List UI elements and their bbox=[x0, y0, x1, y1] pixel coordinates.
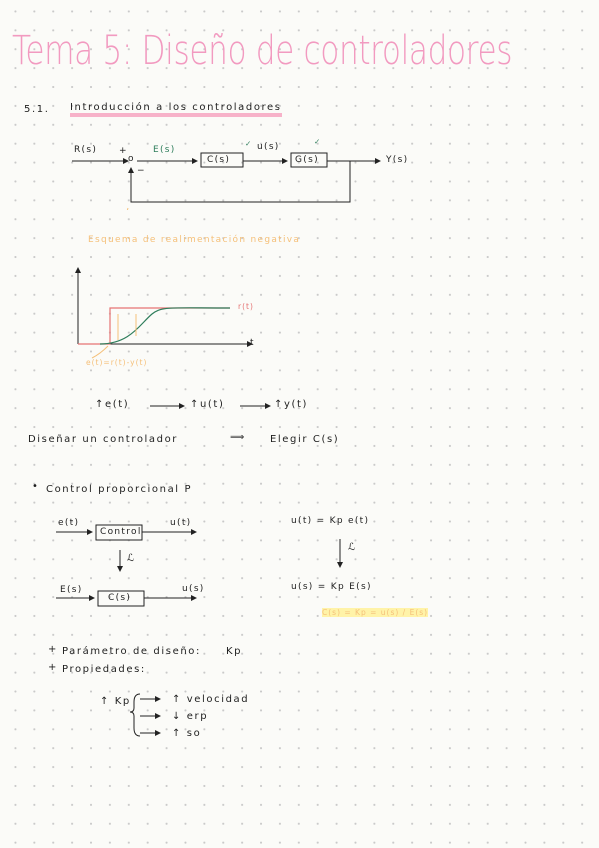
diagram-caption: Esquema de realimentación negativa bbox=[88, 235, 301, 245]
feedback-block-diagram bbox=[72, 152, 381, 210]
plant-block bbox=[290, 152, 328, 168]
output-label: Y(s) bbox=[386, 155, 409, 165]
design-parameter-label: Parámetro de diseño: bbox=[62, 646, 201, 657]
feedback-path bbox=[128, 161, 351, 203]
input-label: R(s) bbox=[74, 145, 98, 155]
error-label: E(s) bbox=[153, 145, 176, 155]
design-text: Diseñar un controlador bbox=[28, 434, 179, 445]
plus-sign: + bbox=[119, 146, 128, 156]
s-input-label: E(s) bbox=[60, 585, 83, 595]
output-response bbox=[99, 307, 231, 345]
chain-arrows bbox=[150, 403, 271, 409]
chain-control: ↑u(t) bbox=[190, 399, 225, 410]
section-number: 5.1. bbox=[24, 104, 50, 115]
time-block-label: Control bbox=[100, 527, 142, 537]
laplace-equation: u(s) = Kp E(s) bbox=[291, 582, 372, 592]
proportional-heading: Control proporcional P bbox=[46, 484, 193, 495]
bullet: • bbox=[32, 481, 40, 492]
controller-block bbox=[200, 152, 244, 168]
transfer-function-note: C(s) = Kp = u(s) / E(s) bbox=[322, 608, 429, 617]
time-output-label: u(t) bbox=[170, 518, 192, 528]
effect-item: ↓ erp bbox=[172, 711, 209, 722]
chain-output: ↑y(t) bbox=[274, 399, 309, 410]
laplace-symbol: ℒ bbox=[127, 553, 136, 564]
laplace-symbol: ℒ bbox=[348, 542, 357, 553]
minus-sign: − bbox=[137, 166, 146, 176]
control-signal-label: u(s) bbox=[257, 142, 280, 152]
properties-label: Propiedades: bbox=[62, 664, 146, 675]
list-bullet: + bbox=[48, 662, 58, 673]
time-input-label: e(t) bbox=[58, 518, 80, 528]
time-equation: u(t) = Kp e(t) bbox=[291, 516, 370, 526]
error-definition: e(t)=r(t)-y(t) bbox=[86, 358, 148, 367]
error-pointer bbox=[91, 345, 109, 359]
check-icon: ✓ bbox=[314, 137, 322, 146]
plant-label: G(s) bbox=[295, 155, 319, 165]
check-icon: ✓ bbox=[245, 139, 253, 148]
reference-label: r(t) bbox=[238, 302, 254, 311]
caption-pointer bbox=[126, 207, 129, 210]
time-axis-label: t bbox=[250, 338, 255, 348]
s-output-label: u(s) bbox=[182, 584, 205, 594]
list-bullet: + bbox=[48, 644, 58, 655]
page-title: Tema 5: Diseño de controladores bbox=[12, 28, 513, 74]
section-heading: Introducción a los controladores bbox=[70, 102, 282, 117]
step-response-plot bbox=[75, 267, 253, 359]
design-parameter-value: Kp bbox=[226, 646, 243, 657]
implies-arrow: ⟹ bbox=[230, 432, 246, 443]
kp-increase: ↑ Kp bbox=[100, 696, 131, 707]
effect-item: ↑ so bbox=[172, 728, 202, 739]
effect-item: ↑ velocidad bbox=[172, 694, 250, 705]
proportional-diagrams bbox=[56, 524, 343, 607]
sum-node: o bbox=[128, 154, 135, 164]
controller-label: C(s) bbox=[207, 155, 231, 165]
s-block-label: C(s) bbox=[108, 593, 132, 603]
chain-error: ↑e(t) bbox=[95, 399, 130, 410]
effects-bracket bbox=[129, 693, 161, 737]
design-result: Elegir C(s) bbox=[270, 434, 340, 445]
reference-step bbox=[78, 307, 230, 345]
